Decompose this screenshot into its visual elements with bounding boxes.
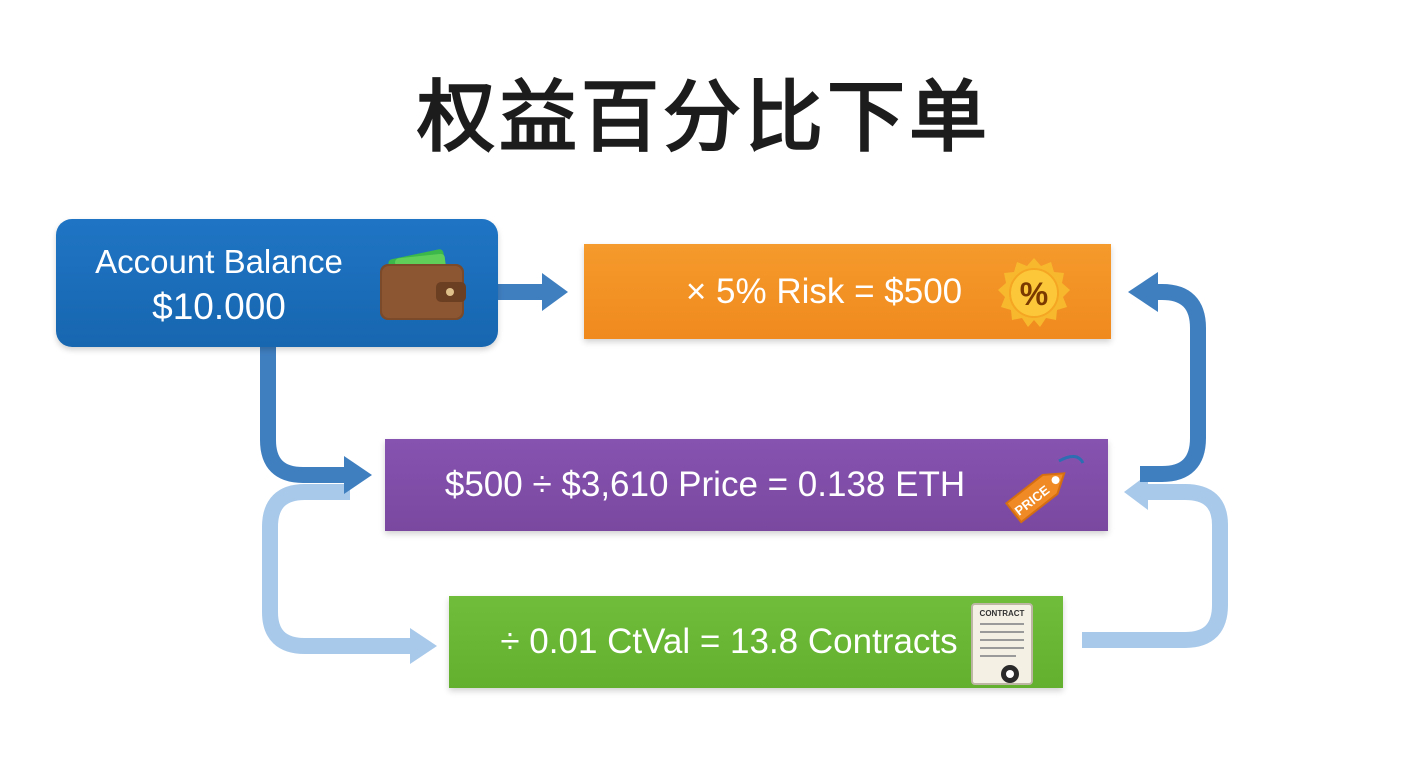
dark-arrows — [260, 284, 1206, 483]
contracts-formula: ÷ 0.01 CtVal = 13.8 Contracts — [500, 622, 958, 661]
page-title: 权益百分比下单 — [416, 73, 991, 163]
percent-symbol: % — [1020, 276, 1048, 312]
risk-formula: × 5% Risk = $500 — [685, 271, 963, 311]
price-tag-icon: PRICE — [997, 447, 1089, 535]
arrow-line-price-to-risk — [1140, 284, 1206, 482]
contract-icon-label: CONTRACT — [980, 609, 1025, 618]
arrow-head-purple-right — [1124, 474, 1148, 510]
account-balance-amount: $10.000 — [152, 286, 286, 327]
account-balance-text: Account Balance $10.000 — [56, 239, 382, 329]
contract-document-icon: CONTRACT — [966, 602, 1038, 692]
arrow-head-price — [344, 456, 372, 494]
light-arrow-heads — [410, 474, 1148, 664]
account-balance-label: Account Balance — [95, 243, 343, 280]
contracts-box: ÷ 0.01 CtVal = 13.8 Contracts — [449, 596, 1063, 688]
price-box: $500 ÷ $3,610 Price = 0.138 ETH — [385, 439, 1108, 531]
arrow-head-risk-right — [1128, 272, 1158, 312]
dark-arrow-heads — [344, 272, 1158, 494]
arrow-head-risk — [542, 273, 568, 311]
arrow-head-green — [410, 628, 437, 664]
percent-badge-icon: % — [996, 256, 1072, 336]
arrow-line-purple-to-green — [262, 484, 415, 654]
arrow-line-green-to-purple — [1082, 484, 1228, 648]
wallet-icon — [378, 248, 468, 327]
price-formula: $500 ÷ $3,610 Price = 0.138 ETH — [444, 465, 966, 504]
light-arrow-loop — [262, 484, 1228, 654]
arrow-line-balance-to-price — [260, 347, 345, 483]
